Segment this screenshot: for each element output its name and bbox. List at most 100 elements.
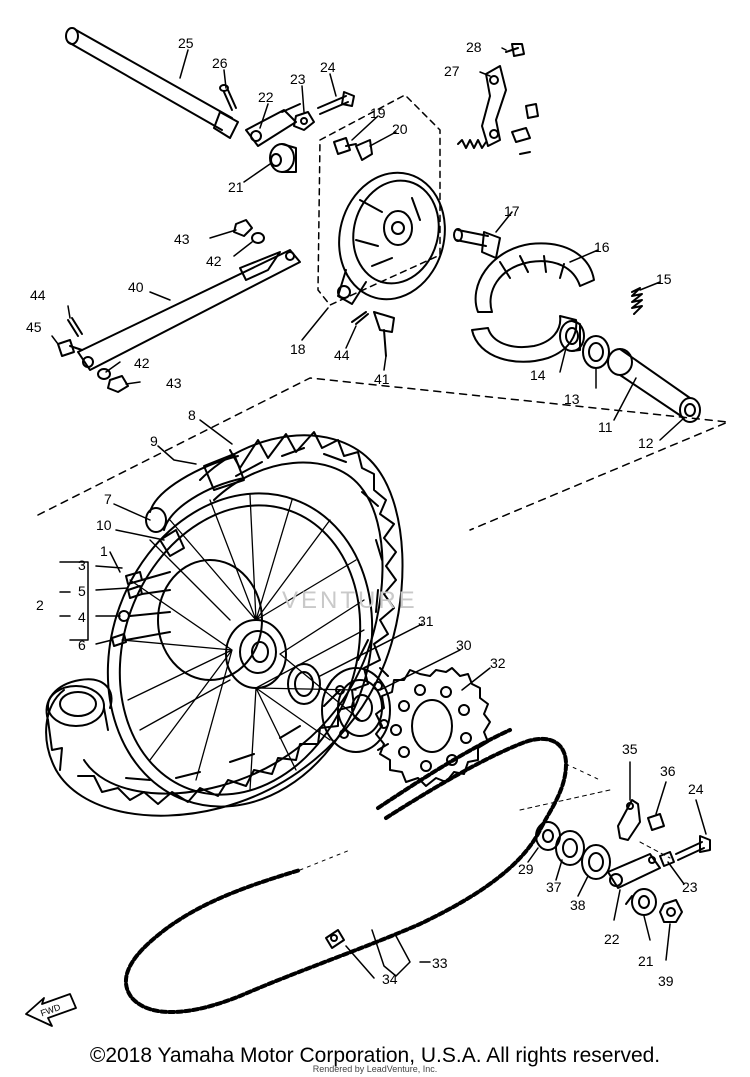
brake-shoe-spring <box>631 287 643 315</box>
callout-23-right: 23 <box>682 879 698 895</box>
tension-bar-bolt <box>57 339 83 357</box>
forward-arrow <box>25 993 77 1027</box>
brake-plate-cotter-pin <box>351 311 369 325</box>
callout-1: 1 <box>100 543 108 559</box>
callout-11: 11 <box>598 419 613 435</box>
rendered-by-notice: Rendered by LeadVenture, Inc. <box>312 1064 438 1074</box>
tension-bar <box>77 249 301 371</box>
callout-16: 16 <box>594 239 610 255</box>
callout-14: 14 <box>530 367 546 383</box>
callout-28: 28 <box>466 39 482 55</box>
rear-sprocket <box>375 667 491 787</box>
callout-3: 3 <box>78 557 86 573</box>
brake-shoes <box>471 242 595 363</box>
tension-bar-nut-top <box>233 219 253 237</box>
brake-assembly-outline <box>317 94 441 306</box>
callout-22: 22 <box>258 89 274 105</box>
lever-small-parts <box>511 103 539 155</box>
tension-bar-washer-bottom <box>97 368 111 380</box>
sprocket-hub <box>321 667 391 753</box>
cotter-pin <box>219 84 237 111</box>
tension-bar-nut-bottom <box>107 375 129 393</box>
callout-9: 9 <box>150 433 158 449</box>
wheel-spacer <box>607 348 691 419</box>
tension-bar-cotter-pin <box>67 317 83 337</box>
wheel-hub <box>157 559 287 689</box>
chain-puller-right <box>607 853 661 889</box>
callout-33: 33 <box>432 955 448 971</box>
hub-oil-seal <box>287 663 321 705</box>
chain-guide-line <box>299 763 601 871</box>
spacer-collar <box>679 397 701 423</box>
adjuster-nut-right <box>659 851 675 867</box>
callout-42-top: 42 <box>206 253 222 269</box>
adjuster-bolt-right <box>675 835 711 861</box>
lever-bolt <box>505 43 525 57</box>
copyright-notice: ©2018 Yamaha Motor Corporation, U.S.A. A… <box>89 1044 661 1067</box>
callout-24: 24 <box>320 59 336 75</box>
adjuster-bolt-top <box>317 91 355 115</box>
inner-tube <box>145 453 245 533</box>
callout-24-right: 24 <box>688 781 704 797</box>
exploded-parts-diagram: VENTURE 25 26 22 23 24 28 27 19 20 21 17… <box>25 27 729 1027</box>
callout-labels: 25 26 22 23 24 28 27 19 20 21 17 16 15 4… <box>26 35 704 1018</box>
callout-40: 40 <box>128 279 144 295</box>
brake-cam <box>453 228 501 259</box>
callout-45: 45 <box>26 319 42 335</box>
callout-2: 2 <box>36 597 44 613</box>
callout-26: 26 <box>212 55 228 71</box>
drive-chain <box>124 728 568 1015</box>
callout-41: 41 <box>374 371 390 387</box>
axle-collar-right <box>625 888 657 916</box>
oil-seal <box>582 335 610 369</box>
callout-25: 25 <box>178 35 194 51</box>
callout-7: 7 <box>104 491 112 507</box>
chain-puller-left <box>245 103 301 147</box>
axle <box>65 27 239 139</box>
axle-nut <box>659 899 683 923</box>
callout-4: 4 <box>78 609 86 625</box>
callout-36: 36 <box>660 763 676 779</box>
callout-42-bottom: 42 <box>134 355 150 371</box>
puller-plate-bolt <box>647 813 665 831</box>
tire-cross-section <box>45 678 113 771</box>
callout-30: 30 <box>456 637 472 653</box>
callout-29: 29 <box>518 861 534 877</box>
callout-19: 19 <box>370 105 386 121</box>
callout-39: 39 <box>658 973 674 989</box>
rim-band <box>159 529 185 557</box>
callout-38: 38 <box>570 897 586 913</box>
brake-plate-bolt <box>333 137 357 155</box>
wheel-assembly-outline <box>37 377 729 531</box>
adjuster-nut-top <box>293 111 315 131</box>
brake-plate-bolt-lower <box>373 311 395 357</box>
callout-8: 8 <box>188 407 196 423</box>
callout-31: 31 <box>418 613 434 629</box>
brake-shoe-plate <box>337 171 446 305</box>
callout-12: 12 <box>638 435 654 451</box>
sprocket-oil-seal <box>581 844 611 880</box>
wheel-bearing <box>559 320 585 352</box>
callout-35: 35 <box>622 741 638 757</box>
callout-20: 20 <box>392 121 408 137</box>
callout-21-right: 21 <box>638 953 654 969</box>
axle-collar <box>269 143 297 173</box>
callout-27: 27 <box>444 63 460 79</box>
callout-23: 23 <box>290 71 306 87</box>
chain-master-link <box>325 929 345 949</box>
chain-puller-plate <box>617 799 641 841</box>
tension-bar-washer-top <box>251 232 265 244</box>
camshaft-lever <box>481 65 507 147</box>
callout-6: 6 <box>78 637 86 653</box>
brake-rod-spring <box>457 139 487 149</box>
watermark: VENTURE <box>282 587 418 614</box>
callout-44-center: 44 <box>334 347 350 363</box>
callout-17: 17 <box>504 203 520 219</box>
callout-22-right: 22 <box>604 931 620 947</box>
callout-21: 21 <box>228 179 244 195</box>
callout-13: 13 <box>564 391 580 407</box>
callout-18: 18 <box>290 341 306 357</box>
right-parts-reference <box>519 789 671 859</box>
brake-plate-washer <box>355 139 373 161</box>
callout-15: 15 <box>656 271 672 287</box>
